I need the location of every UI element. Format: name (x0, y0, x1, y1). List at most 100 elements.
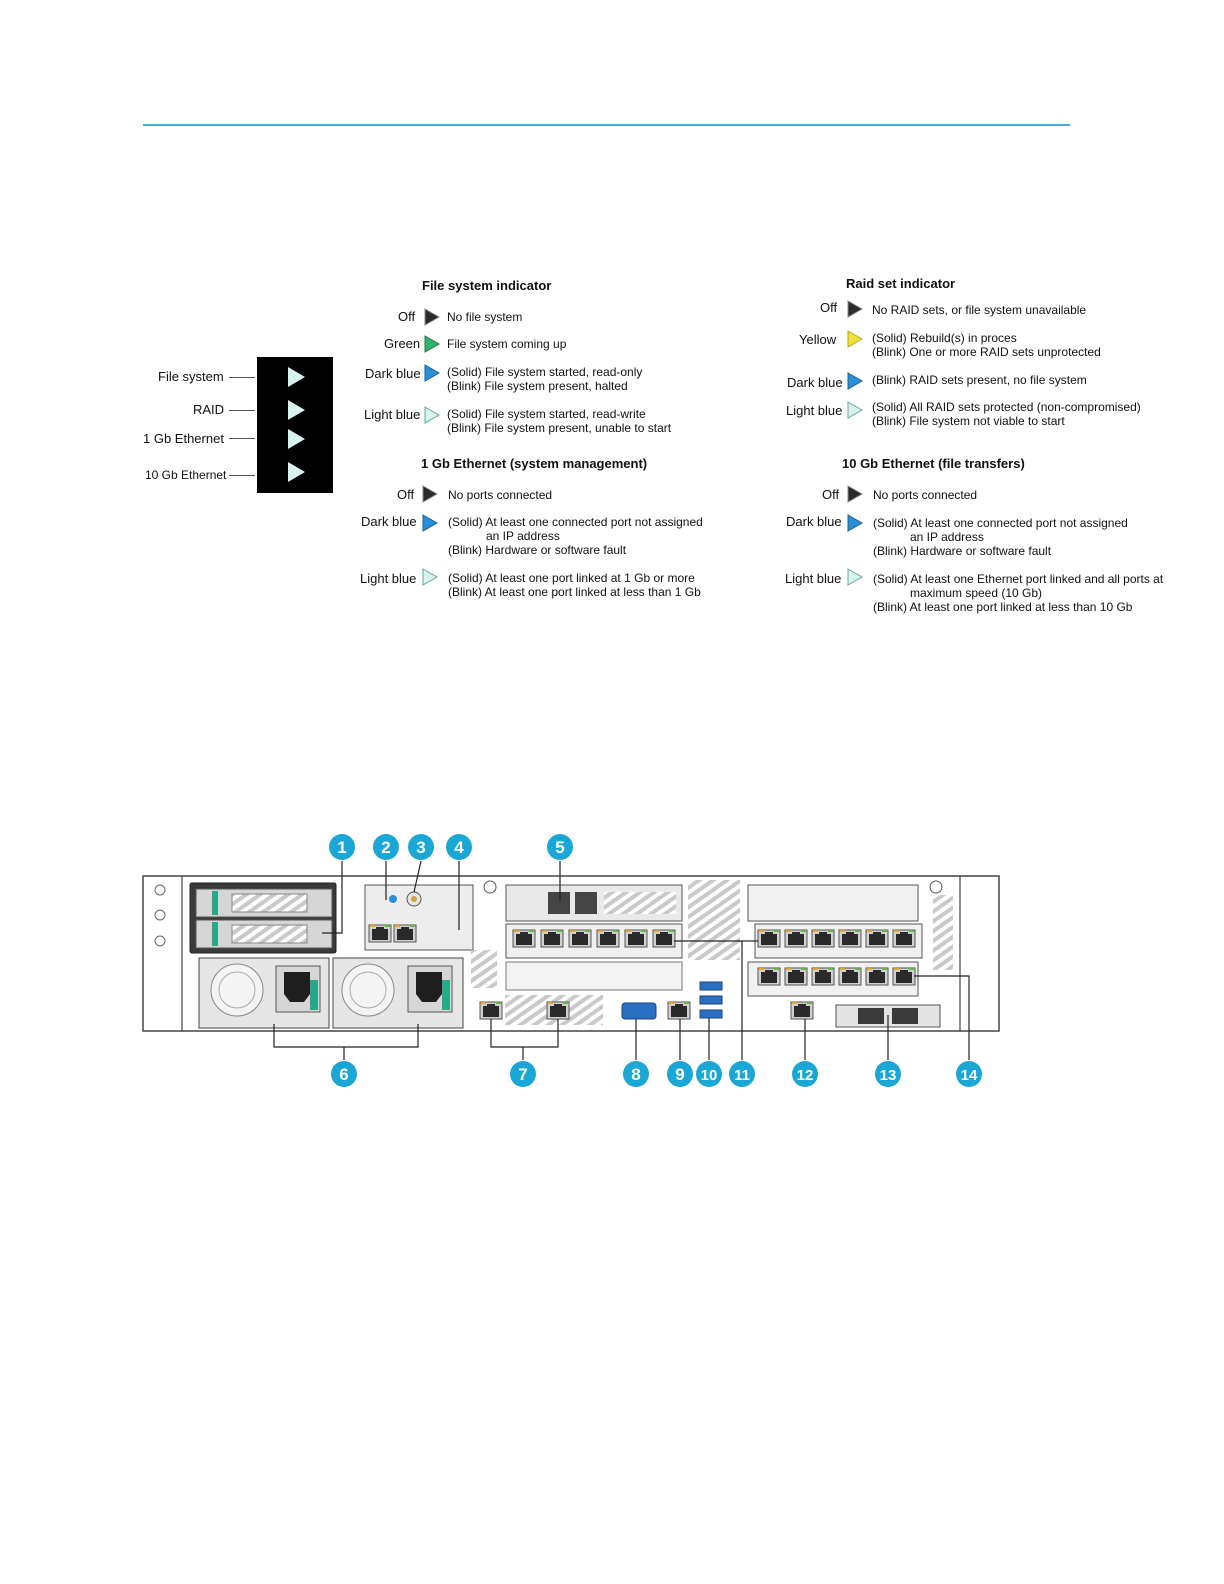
raid-light-desc-1: (Solid) All RAID sets protected (non-com… (872, 400, 1141, 414)
off-led-icon (422, 485, 439, 503)
raid-yellow-desc-1: (Solid) Rebuild(s) in proces (872, 331, 1017, 345)
eth1-off-label: Off (397, 487, 415, 502)
green-led-icon (424, 335, 441, 353)
callout-number: 10 (701, 1067, 718, 1084)
dark-blue-led-icon (422, 514, 439, 532)
callout-circle (623, 1061, 649, 1087)
callout-6: 6 (331, 1061, 357, 1087)
raid-led-icon (288, 400, 305, 420)
raid-dark-desc: (Blink) RAID sets present, no file syste… (872, 373, 1087, 387)
eth10-off-label: Off (822, 487, 840, 502)
raid-yellow-desc-2: (Blink) One or more RAID sets unprotecte… (872, 345, 1101, 359)
psu-2 (332, 957, 464, 1029)
callout-number: 2 (381, 838, 390, 857)
eth10-dark-label: Dark blue (786, 514, 842, 529)
dark-blue-led-icon (424, 364, 441, 382)
callout-3: 3 (408, 834, 434, 860)
raid-off-label: Off (820, 300, 838, 315)
callout-number: 7 (518, 1065, 527, 1084)
fs-title: File system indicator (422, 278, 552, 293)
light-blue-led-icon (847, 401, 864, 419)
front-led-panel (257, 357, 333, 493)
callout-circle (696, 1061, 722, 1087)
callout-number: 3 (416, 838, 425, 857)
raid-off-desc: No RAID sets, or file system unavailable (872, 303, 1087, 317)
raid-dark-label: Dark blue (787, 375, 843, 390)
eth1-light-desc-1: (Solid) At least one port linked at 1 Gb… (448, 571, 695, 585)
callout-circle (329, 834, 355, 860)
eth10-light-desc-1: (Solid) At least one Ethernet port linke… (873, 572, 1164, 586)
eth1-light-label: Light blue (360, 571, 417, 586)
callout-circle (373, 834, 399, 860)
fs-green-label: Green (384, 336, 421, 351)
eth10-light-label: Light blue (785, 571, 842, 586)
leader-line (229, 438, 255, 439)
fs-dark-label: Dark blue (365, 366, 421, 381)
fs-dark-desc-1: (Solid) File system started, read-only (447, 365, 643, 379)
callout-4: 4 (446, 834, 472, 860)
yellow-led-icon (847, 330, 864, 348)
callout-11: 11 (729, 1061, 755, 1087)
panel-label-raid: RAID (193, 402, 225, 417)
callout-12: 12 (792, 1061, 818, 1087)
eth1-light-desc-2: (Blink) At least one port linked at less… (448, 585, 701, 599)
callout-number: 13 (880, 1067, 897, 1084)
eth10-dark-desc-1: (Solid) At least one connected port not … (873, 516, 1128, 530)
leader-line (229, 410, 255, 411)
callout-circle (667, 1061, 693, 1087)
callout-number: 14 (961, 1067, 978, 1084)
panel-label-1gb: 1 Gb Ethernet (143, 431, 224, 446)
callout-7: 7 (510, 1061, 536, 1087)
off-led-icon (424, 308, 441, 326)
callout-circle (510, 1061, 536, 1087)
callout-circle (446, 834, 472, 860)
eth10-light-desc-2: maximum speed (10 Gb) (910, 586, 1043, 600)
callout-number: 1 (337, 838, 346, 857)
fs-light-desc-2: (Blink) File system present, unable to s… (447, 421, 672, 435)
off-led-icon (847, 300, 864, 318)
callout-2: 2 (373, 834, 399, 860)
callout-circle (408, 834, 434, 860)
eth10-light-desc-3: (Blink) At least one port linked at less… (873, 600, 1133, 614)
1gb-ethernet-led-icon (288, 429, 305, 449)
callout-circle (729, 1061, 755, 1087)
callout-9: 9 (667, 1061, 693, 1087)
light-blue-led-icon (424, 406, 441, 424)
fs-off-desc: No file system (447, 310, 523, 324)
light-blue-led-icon (422, 568, 439, 586)
raid-title: Raid set indicator (846, 276, 956, 291)
callout-number: 4 (454, 838, 464, 857)
callout-circle (547, 834, 573, 860)
callout-circle (331, 1061, 357, 1087)
eth10-dark-desc-2: an IP address (910, 530, 984, 544)
fs-dark-desc-2: (Blink) File system present, halted (447, 379, 628, 393)
callout-number: 9 (675, 1065, 684, 1084)
eth10-dark-desc-3: (Blink) Hardware or software fault (873, 544, 1052, 558)
callout-circle (792, 1061, 818, 1087)
eth1-dark-label: Dark blue (361, 514, 417, 529)
off-led-icon (847, 485, 864, 503)
callout-number: 12 (797, 1067, 814, 1084)
callout-1: 1 (329, 834, 355, 860)
callout-number: 11 (734, 1067, 750, 1084)
eth1-dark-desc-1: (Solid) At least one connected port not … (448, 515, 703, 529)
psu-1 (198, 957, 330, 1029)
eth10-title: 10 Gb Ethernet (file transfers) (842, 456, 1025, 471)
eth1-dark-desc-3: (Blink) Hardware or software fault (448, 543, 627, 557)
callout-13: 13 (875, 1061, 901, 1087)
vga-port (621, 1002, 657, 1020)
callout-leaders (273, 860, 970, 1060)
callout-number: 8 (631, 1065, 640, 1084)
callout-circle (956, 1061, 982, 1087)
fs-off-label: Off (398, 309, 416, 324)
light-blue-led-icon (847, 568, 864, 586)
eth1-dark-desc-2: an IP address (486, 529, 560, 543)
10gb-ethernet-led-icon (288, 462, 305, 482)
callout-number: 5 (555, 838, 564, 857)
header-rule (143, 124, 1070, 126)
fs-green-desc: File system coming up (447, 337, 567, 351)
panel-label-10gb: 10 Gb Ethernet (145, 468, 227, 482)
callout-5: 5 (547, 834, 573, 860)
